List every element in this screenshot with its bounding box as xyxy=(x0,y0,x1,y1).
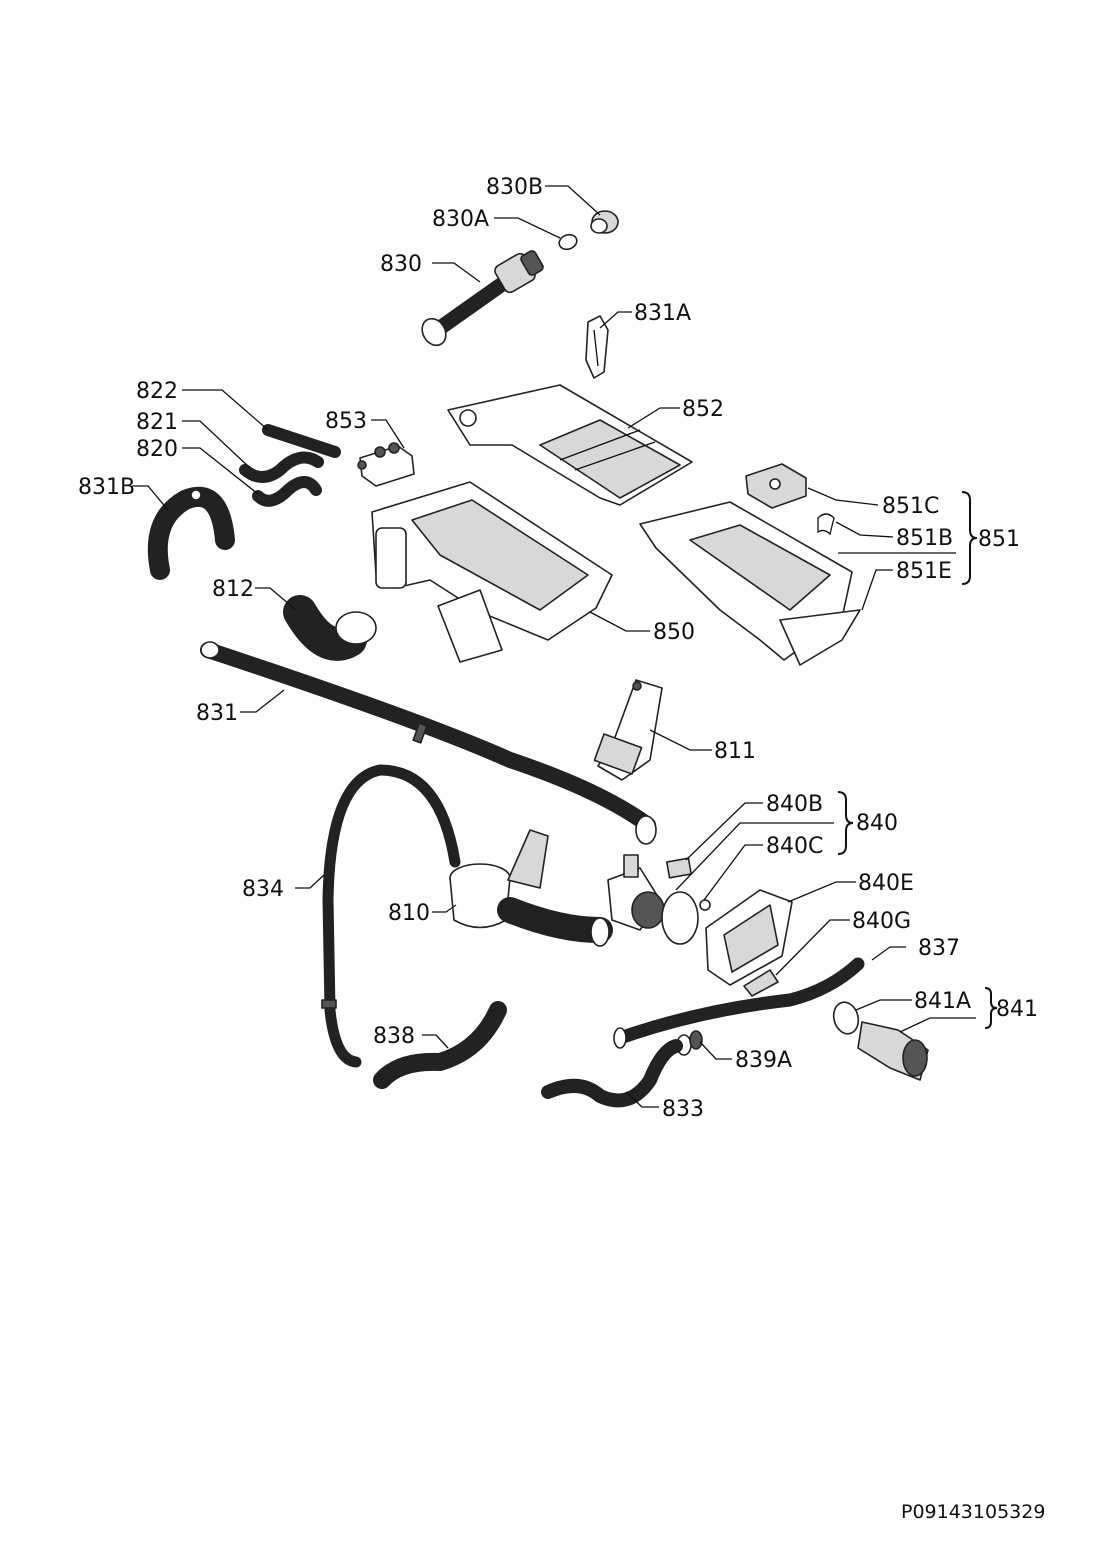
brace-841 xyxy=(984,987,998,1029)
part-830A xyxy=(558,233,578,251)
label-850: 850 xyxy=(653,620,695,645)
part-810 xyxy=(449,829,613,947)
part-820 xyxy=(252,476,322,507)
label-837: 837 xyxy=(918,936,960,961)
label-831B: 831B xyxy=(78,475,135,500)
part-841 xyxy=(857,1021,929,1081)
label-851C: 851C xyxy=(882,494,939,519)
part-833 xyxy=(541,1039,683,1108)
part-837 xyxy=(613,957,865,1049)
part-834 xyxy=(321,764,461,1068)
part-labels: 830B 830A 830 831A 822 821 820 853 852 8… xyxy=(78,175,1045,1523)
part-838 xyxy=(373,1001,507,1089)
label-851E: 851E xyxy=(896,559,952,584)
label-853: 853 xyxy=(325,409,367,434)
label-840G: 840G xyxy=(852,909,911,934)
braces xyxy=(837,491,998,1029)
label-841A: 841A xyxy=(914,989,971,1014)
label-852: 852 xyxy=(682,397,724,422)
label-834: 834 xyxy=(242,877,284,902)
label-810: 810 xyxy=(388,901,430,926)
part-851-drawer xyxy=(639,501,861,666)
label-833: 833 xyxy=(662,1097,704,1122)
part-840E xyxy=(705,889,793,986)
reference-code: P09143105329 xyxy=(901,1501,1045,1523)
label-830A: 830A xyxy=(432,207,489,232)
part-840 xyxy=(607,854,711,945)
label-851: 851 xyxy=(978,527,1020,552)
brace-851 xyxy=(961,491,978,585)
part-821 xyxy=(239,451,324,483)
label-839A: 839A xyxy=(735,1048,792,1073)
part-811 xyxy=(593,679,663,781)
label-822: 822 xyxy=(136,379,178,404)
label-851B: 851B xyxy=(896,526,953,551)
part-831B xyxy=(147,486,235,580)
label-840: 840 xyxy=(856,811,898,836)
label-831: 831 xyxy=(196,701,238,726)
part-853 xyxy=(357,442,415,487)
part-822 xyxy=(262,424,341,458)
label-811: 811 xyxy=(714,739,756,764)
label-831A: 831A xyxy=(634,301,691,326)
leader-lines xyxy=(132,185,976,1108)
part-852 xyxy=(447,384,693,506)
part-812 xyxy=(283,595,377,661)
label-820: 820 xyxy=(136,437,178,462)
label-821: 821 xyxy=(136,410,178,435)
part-831 xyxy=(200,641,657,845)
part-840G xyxy=(743,969,779,997)
part-850 xyxy=(371,481,613,663)
part-851C xyxy=(745,463,807,509)
part-841A xyxy=(832,1001,860,1035)
label-841: 841 xyxy=(996,997,1038,1022)
label-840B: 840B xyxy=(766,792,823,817)
label-838: 838 xyxy=(373,1024,415,1049)
label-830B: 830B xyxy=(486,175,543,200)
label-812: 812 xyxy=(212,577,254,602)
part-851B xyxy=(817,513,835,536)
label-840C: 840C xyxy=(766,834,823,859)
brace-840 xyxy=(837,791,854,855)
part-830 xyxy=(421,250,544,347)
part-830B xyxy=(590,210,619,234)
part-831A xyxy=(585,315,609,379)
label-840E: 840E xyxy=(858,871,914,896)
label-830: 830 xyxy=(380,252,422,277)
